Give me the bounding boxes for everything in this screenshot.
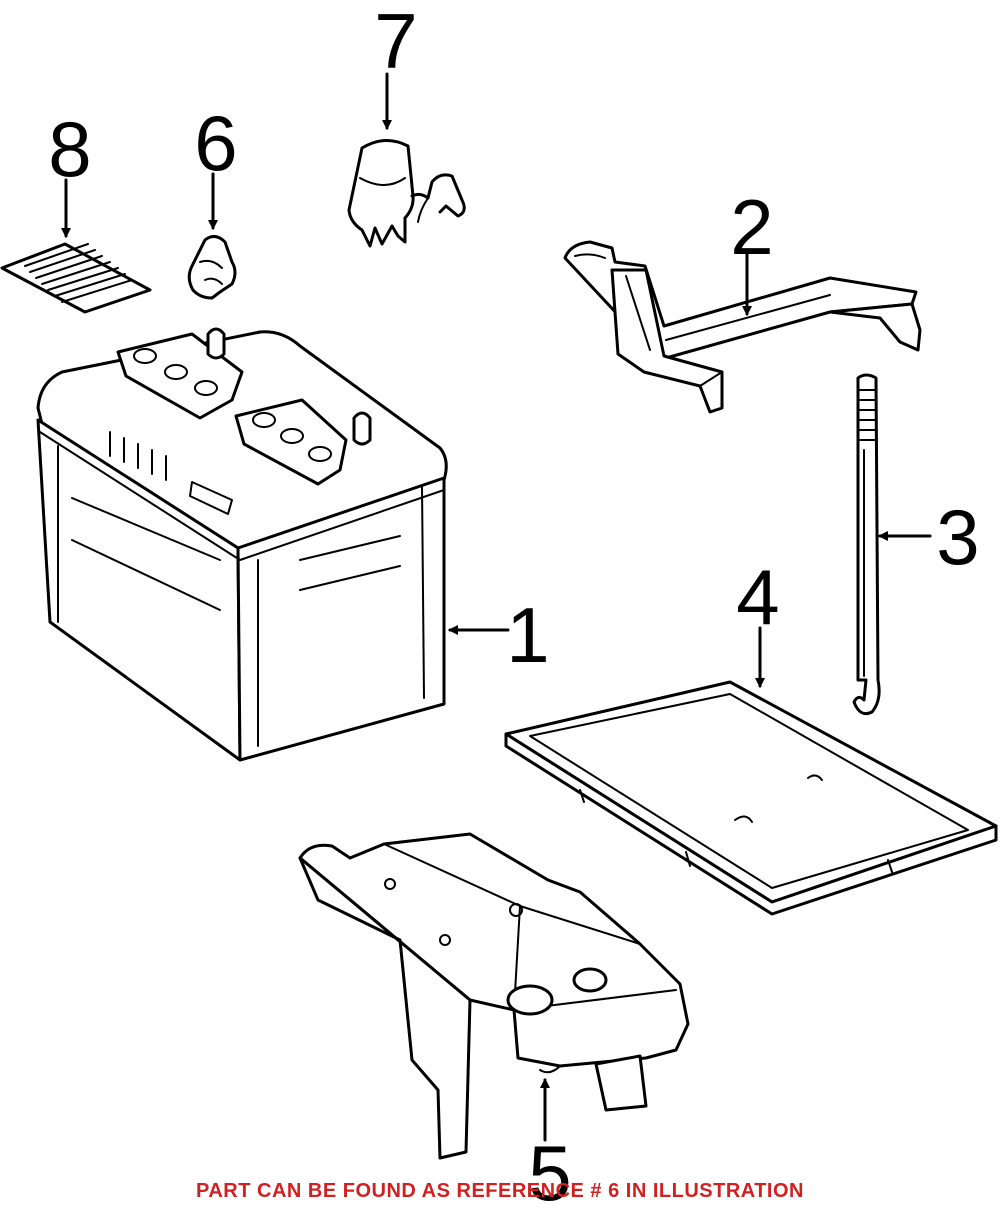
callout-8: 8 [48,105,91,193]
callout-1: 1 [506,591,549,679]
hold-down-bolt-part [852,373,881,716]
battery-tray-part [504,680,998,916]
reference-note: PART CAN BE FOUND AS REFERENCE # 6 IN IL… [196,1180,804,1202]
battery-carrier-part [298,832,690,1160]
terminal-clip-part [187,235,237,300]
callout-6: 6 [194,99,237,187]
callout-2: 2 [730,183,773,271]
hold-down-clamp-part [563,240,922,414]
battery-part [36,327,448,762]
callout-5: 5 [528,1129,571,1212]
callout-3: 3 [936,493,979,581]
caution-label-part [0,242,152,314]
callout-4: 4 [736,553,779,641]
callout-numbers: 1 2 3 4 5 6 7 8 [48,0,979,1212]
terminal-cover-part [347,139,466,248]
callout-arrows [61,72,932,1142]
callout-7: 7 [374,0,417,85]
